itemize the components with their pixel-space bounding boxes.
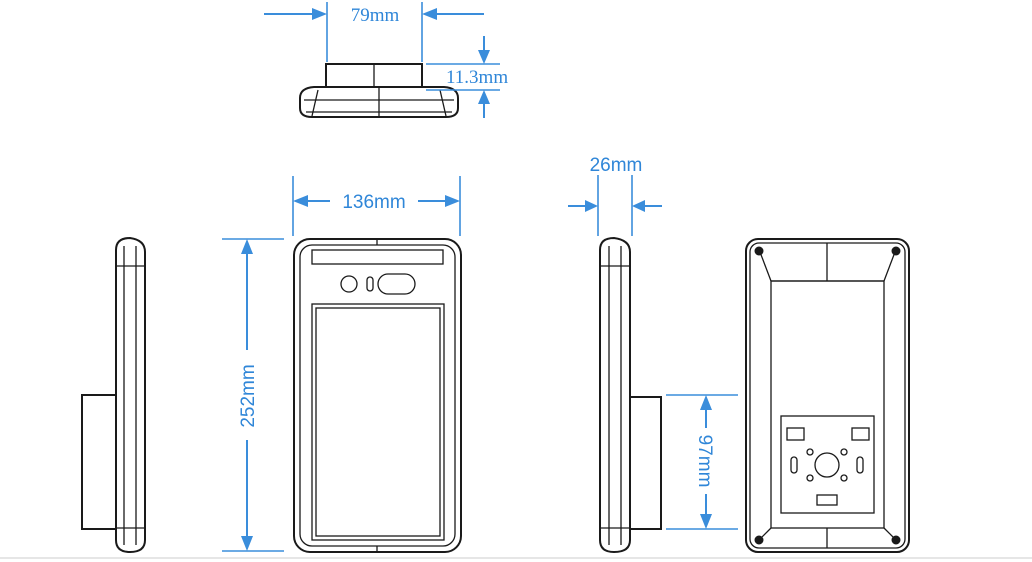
- plate-center-hole: [814, 452, 840, 478]
- camera-lens-right: [377, 273, 416, 295]
- plate-slot-right: [851, 427, 870, 441]
- sensor-slot: [366, 276, 374, 292]
- left-side-body: [115, 236, 146, 554]
- camera-lens-left: [340, 275, 358, 293]
- top-width-label: 79mm: [351, 5, 400, 26]
- dimension-top-height: 11.3mm: [426, 36, 508, 118]
- screw-top-left: [754, 246, 764, 256]
- left-mount-bracket: [81, 394, 117, 530]
- right-side-view: [599, 236, 662, 554]
- mount-height-label: 97mm: [694, 435, 715, 488]
- right-side-body: [599, 236, 631, 554]
- display-screen: [311, 303, 445, 541]
- front-top-strip: [311, 249, 444, 265]
- screw-top-right: [891, 246, 901, 256]
- screw-bottom-left: [754, 535, 764, 545]
- dimension-side-depth: 26mm: [568, 155, 662, 236]
- dimension-front-height: 252mm: [222, 238, 284, 552]
- front-width-label: 136mm: [342, 192, 405, 213]
- left-side-view: [81, 236, 146, 554]
- rear-view: [745, 238, 910, 553]
- screw-bottom-right: [891, 535, 901, 545]
- top-height-label: 11.3mm: [446, 67, 508, 88]
- top-view: [299, 63, 459, 118]
- front-height-label: 252mm: [238, 364, 259, 427]
- right-mount-bracket: [629, 396, 662, 530]
- front-view: [293, 238, 462, 553]
- plate-slot-left: [786, 427, 805, 441]
- dimension-mount-height: 97mm: [666, 394, 738, 530]
- side-depth-label: 26mm: [590, 155, 643, 176]
- dimension-top-width: 79mm: [264, 2, 484, 62]
- plate-slot-bottom: [816, 494, 838, 506]
- dimension-front-width: 136mm: [292, 176, 461, 236]
